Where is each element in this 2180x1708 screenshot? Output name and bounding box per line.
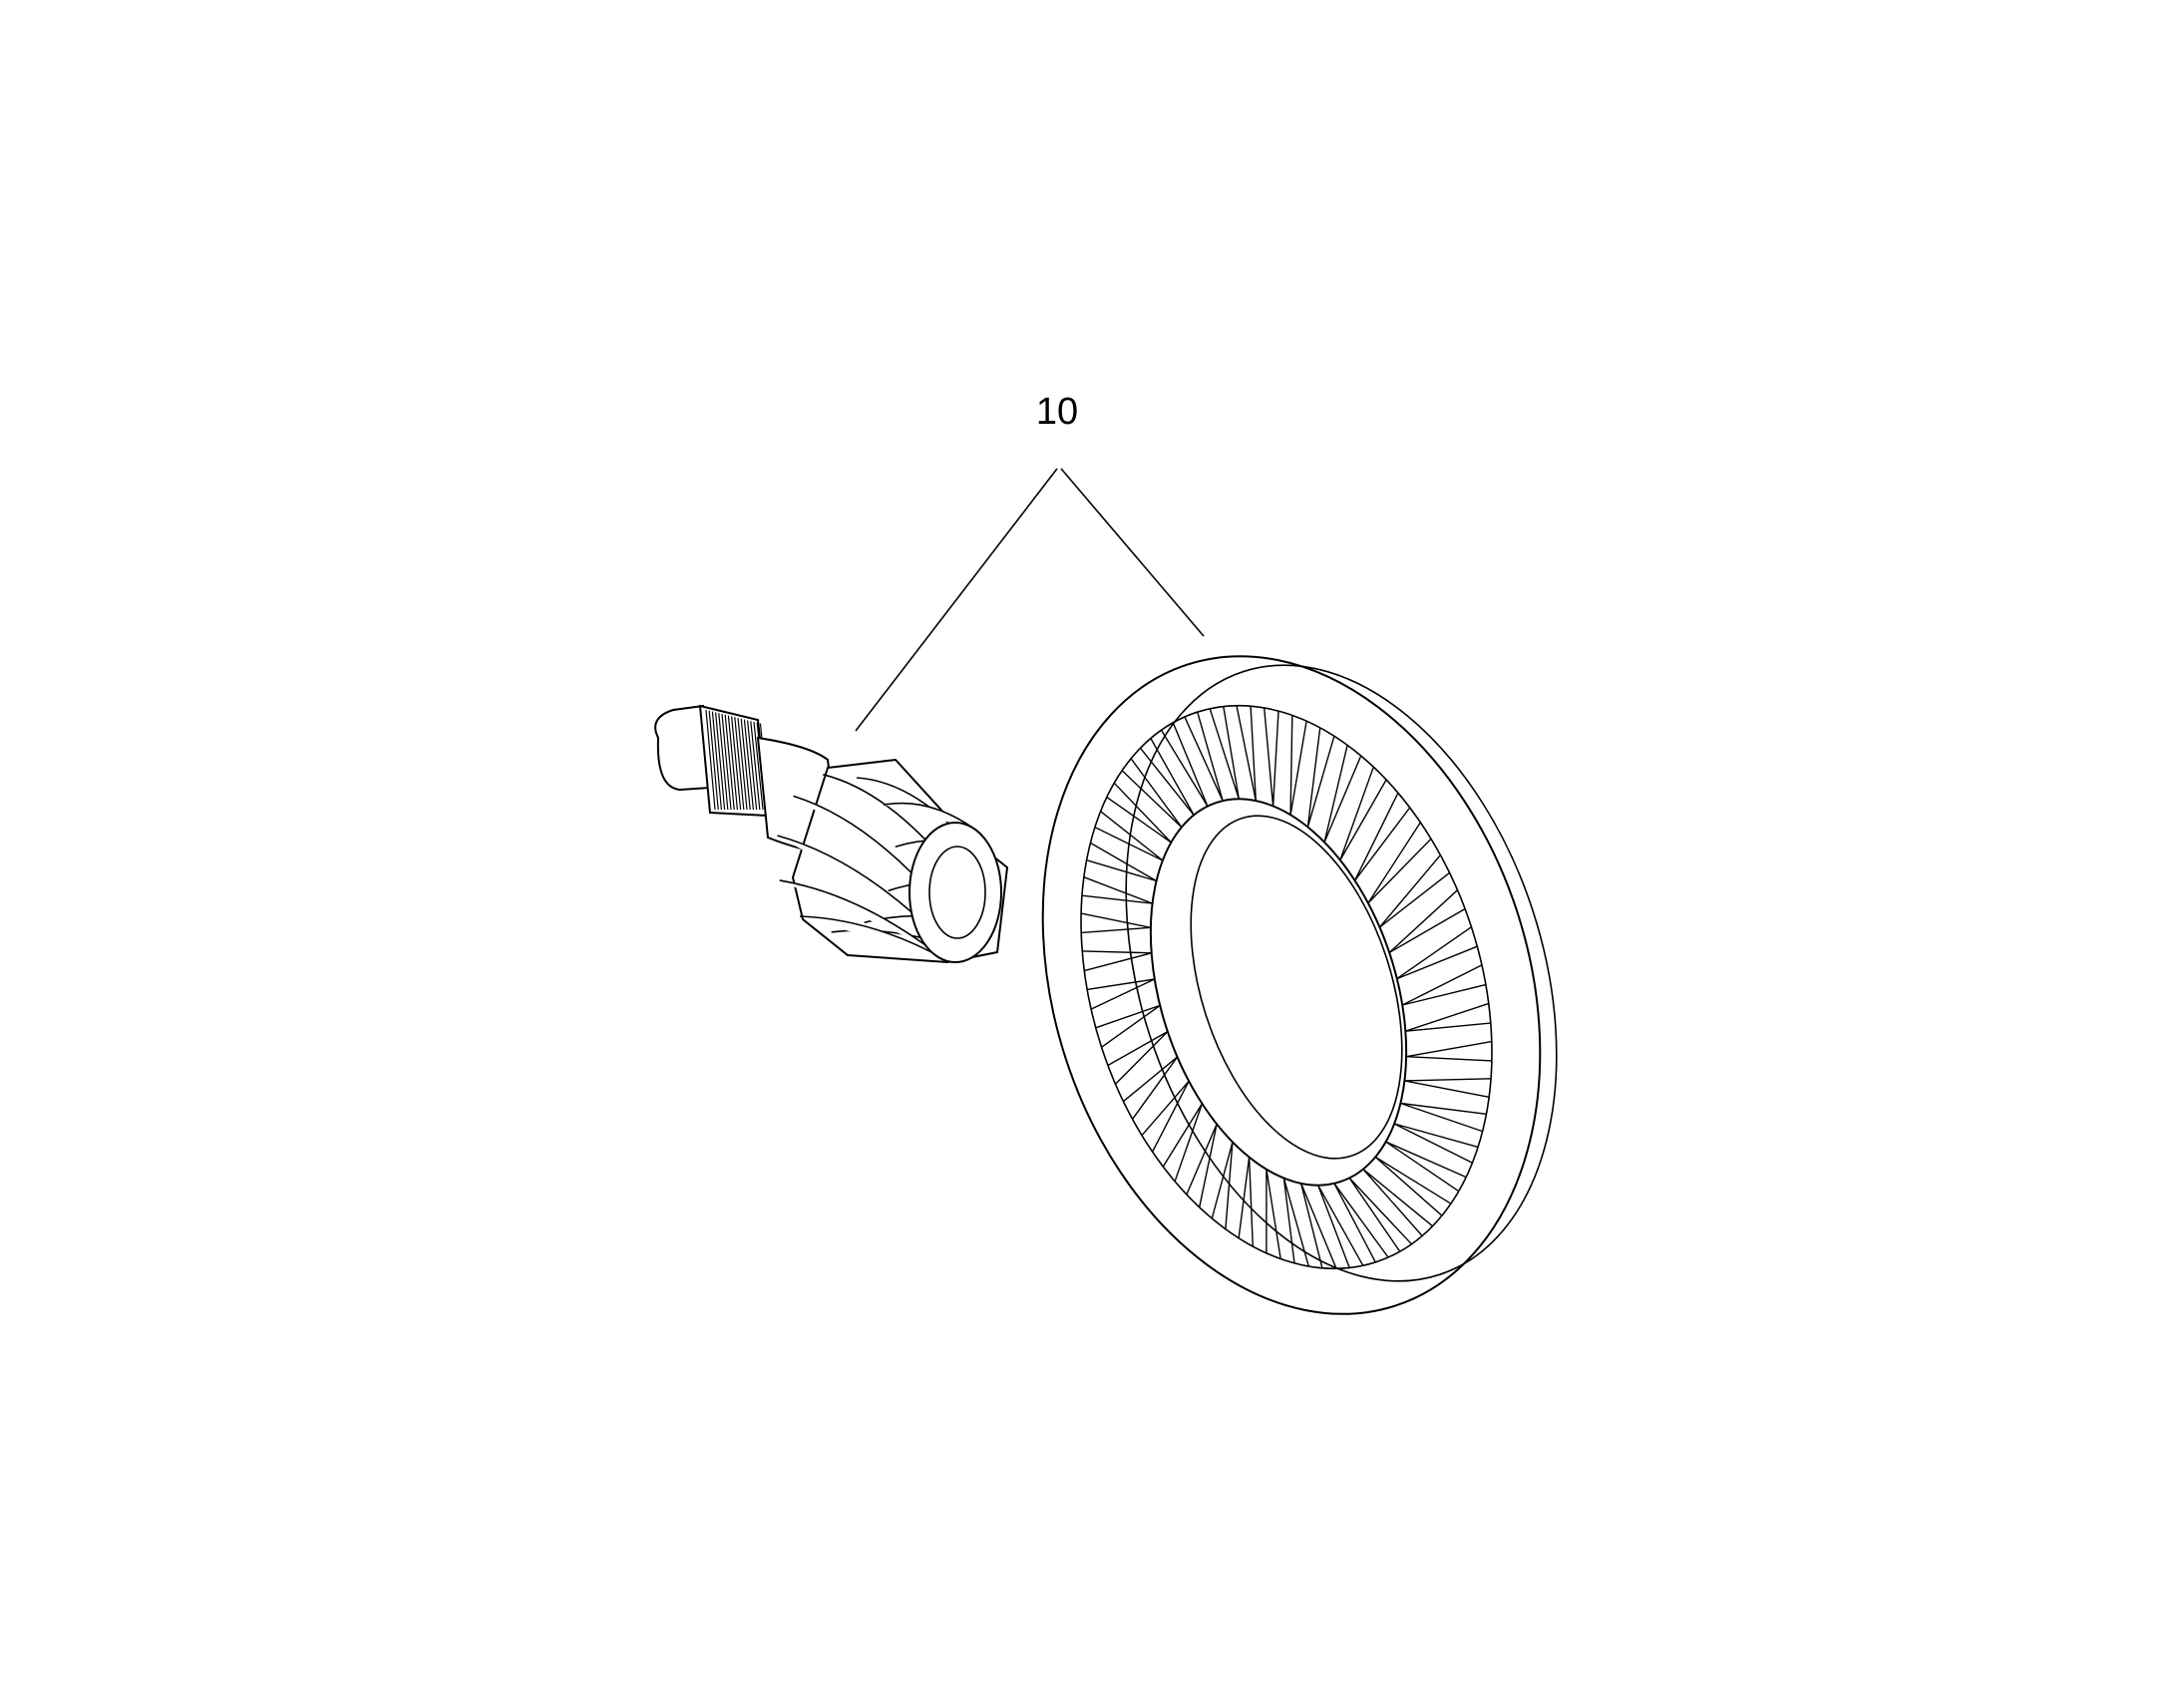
ring-gear-tooth	[1401, 964, 1487, 1006]
spline-line	[747, 720, 758, 811]
ring-gear-tooth	[1186, 1124, 1218, 1207]
spline-line	[715, 712, 726, 811]
ring-gear-tooth	[1121, 758, 1183, 829]
spline-line	[731, 716, 742, 811]
spline-line	[740, 718, 751, 811]
ring-gear-tooth	[1400, 1102, 1487, 1133]
ring-gear-tooth	[1385, 1141, 1467, 1193]
ring-gear-tooth	[1086, 842, 1157, 882]
ring-gear-tooth	[1080, 912, 1152, 934]
spline-line	[743, 719, 754, 811]
ring-gear-tooth	[1107, 1030, 1169, 1085]
spline-line	[718, 713, 729, 811]
ring-gear-tooth	[1282, 1178, 1309, 1267]
ring-gear-tooth	[1209, 706, 1240, 800]
pinion-tooth	[779, 879, 926, 946]
ring-gear-tooth	[1333, 1183, 1389, 1263]
pinion-shaft-icon[interactable]	[654, 704, 1009, 964]
ring-gear-tooth	[1236, 705, 1257, 802]
callout-label-10[interactable]: 10	[1035, 391, 1079, 433]
spline-line	[727, 715, 738, 811]
ring-gear-tooth	[1139, 738, 1195, 816]
ring-gear-tooth	[1266, 1169, 1281, 1259]
ring-gear-tooth	[1106, 782, 1172, 844]
ring-gear-tooth	[1339, 766, 1387, 860]
ring-gear-bore-inner	[1190, 815, 1403, 1160]
ring-gear-tooth	[1122, 1056, 1179, 1120]
spline-line	[753, 721, 764, 811]
pinion-tooth	[793, 795, 912, 873]
ring-gear-tooth	[1211, 1142, 1234, 1229]
ring-gear-tooth	[1393, 1123, 1479, 1164]
ring-gear-tooth	[1405, 1002, 1491, 1032]
ring-gear-icon[interactable]	[961, 591, 1631, 1379]
ring-gear-tooth	[1353, 792, 1411, 881]
spline-line	[711, 711, 722, 811]
ring-gear-tooth	[1362, 1169, 1433, 1236]
pinion-front-face-inner	[928, 846, 986, 939]
ring-gear-tooth	[1404, 1078, 1492, 1098]
ring-gear-tooth	[1388, 889, 1466, 954]
ring-gear-tooth	[1348, 1177, 1413, 1252]
ring-gear-tooth	[1160, 722, 1209, 807]
leader-line-pinion	[855, 468, 1058, 732]
leader-lines	[855, 468, 1205, 732]
leader-line-ring-gear	[1060, 468, 1205, 637]
pinion-tooth	[823, 774, 926, 841]
spline-line	[734, 717, 745, 811]
ring-gear-tooth	[1086, 978, 1156, 1010]
ring-gear-teeth	[1080, 705, 1492, 1269]
ring-gear-tooth	[1184, 711, 1224, 802]
ring-gear-tooth	[1374, 1156, 1452, 1216]
spline-line	[721, 713, 732, 811]
ring-gear-tooth	[1300, 1183, 1337, 1269]
ring-gear-tooth	[1095, 1004, 1161, 1048]
ring-gear-tooth	[1317, 1185, 1364, 1268]
spline-line	[737, 717, 748, 811]
ring-gear-tooth	[1367, 822, 1432, 904]
ring-gear-tooth	[1141, 1080, 1190, 1153]
spline-line	[750, 721, 761, 811]
ring-gear-tooth	[1405, 1040, 1492, 1062]
ring-gear-tooth	[1081, 876, 1153, 904]
ring-gear-bore	[1149, 798, 1408, 1187]
ring-gear-outer-rim	[1041, 655, 1542, 1315]
ring-gear-tooth	[1378, 854, 1451, 928]
ring-gear-back-rim	[1125, 664, 1558, 1282]
ring-gear-tooth	[1396, 926, 1478, 980]
ring-gear-tooth	[1162, 1103, 1204, 1183]
spline-line	[724, 714, 735, 811]
ring-gear-tooth	[1082, 950, 1152, 972]
ring-gear-tooth	[1323, 745, 1362, 843]
ring-gear-tooth	[1289, 715, 1307, 816]
ring-gear-tooth	[1306, 727, 1335, 828]
ring-gear-tooth	[1094, 811, 1164, 861]
spline-line	[708, 710, 719, 811]
ring-gear-tooth	[1264, 707, 1279, 807]
pinion-tooth	[777, 835, 912, 913]
spline-line	[705, 709, 716, 811]
ring-gear-tooth	[1238, 1157, 1254, 1247]
